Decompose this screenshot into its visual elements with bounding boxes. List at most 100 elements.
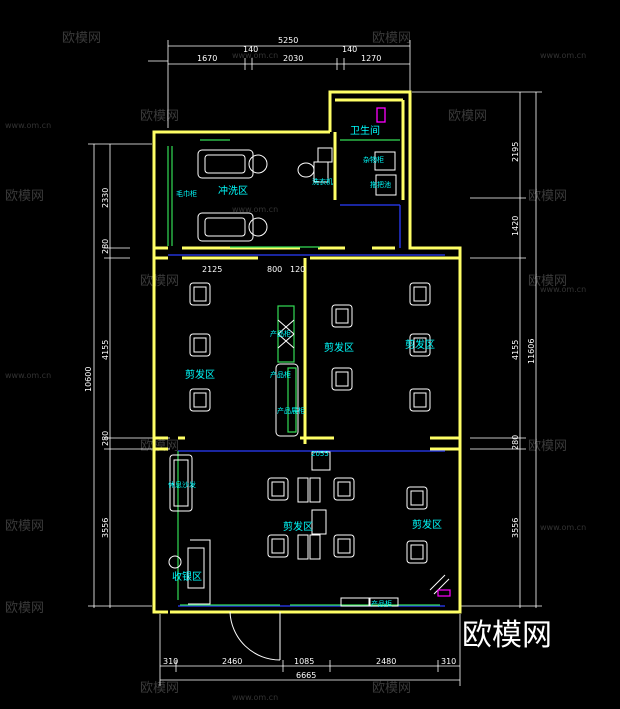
dim-left-part: 280 xyxy=(101,431,110,446)
walls xyxy=(152,90,462,614)
barber-chair xyxy=(331,367,353,391)
reception-desk xyxy=(168,454,211,605)
watermark: 欧模网 xyxy=(528,439,567,454)
label-cut-mid: 剪发区 xyxy=(324,341,354,354)
label-cashier: 收银区 xyxy=(172,570,202,583)
barber-chair xyxy=(409,388,431,412)
watermark-url: www.om.cn xyxy=(540,523,586,532)
bottom-dimensions: 310 2460 1085 2480 310 6665 xyxy=(159,614,461,686)
watermark: 欧模网 xyxy=(372,31,411,46)
label-products-c: 产品展柜 xyxy=(277,406,305,415)
watermark-url: www.om.cn xyxy=(232,693,278,702)
right-dimensions: 2195 1420 4155 280 3556 11606 xyxy=(412,91,542,608)
watermark: 欧模网 xyxy=(5,519,44,534)
detail-lines xyxy=(167,139,445,607)
watermark-layer: 欧模网 欧模网 欧模网 欧模网 欧模网 欧模网 欧模网 欧模网 欧模网 欧模网 … xyxy=(5,31,586,702)
chair-group xyxy=(189,282,431,564)
dim-bottom-part: 1085 xyxy=(294,657,314,666)
left-dimensions: 10600 2330 280 4155 280 3556 xyxy=(84,143,170,608)
wash-basins xyxy=(197,147,333,242)
barber-chair xyxy=(189,388,211,412)
dim-bottom-part: 2460 xyxy=(222,657,242,666)
mirror-station xyxy=(309,477,321,503)
dim-bottom-total: 6665 xyxy=(296,671,316,680)
barber-chair xyxy=(267,477,289,501)
label-products-b: 产品柜 xyxy=(270,370,291,379)
dim-interior: 2125 xyxy=(202,265,222,274)
barber-chair xyxy=(333,477,355,501)
label-towel-cabinet: 毛巾柜 xyxy=(176,189,197,198)
barber-chair xyxy=(267,534,289,558)
watermark: 欧模网 xyxy=(140,681,179,696)
watermark: 欧模网 xyxy=(448,109,487,124)
label-mop-pool: 拖把池 xyxy=(370,180,391,189)
dim-top-part: 1270 xyxy=(361,54,381,63)
label-cut-right-low: 剪发区 xyxy=(412,518,442,531)
dim-right-outer: 11606 xyxy=(527,339,536,364)
watermark-url: www.om.cn xyxy=(5,371,51,380)
watermark: 欧模网 xyxy=(372,681,411,696)
label-storage: 杂物柜 xyxy=(363,155,384,164)
barber-chair xyxy=(333,534,355,558)
dim-left-part: 4155 xyxy=(101,340,110,360)
mirror-station xyxy=(297,534,309,560)
dim-top-part: 1670 xyxy=(197,54,217,63)
barber-chair xyxy=(409,333,431,357)
watermark: 欧模网 xyxy=(5,601,44,616)
barber-chair xyxy=(406,486,428,510)
mirror-station xyxy=(309,534,321,560)
dim-right-part: 4155 xyxy=(511,340,520,360)
label-products-a: 产品柜 xyxy=(270,329,291,338)
watermark: 欧模网 xyxy=(528,274,567,289)
dim-right-part: 3556 xyxy=(511,518,520,538)
watermark-url: www.om.cn xyxy=(540,285,586,294)
watermark: 欧模网 xyxy=(140,109,179,124)
dim-top-part: 2030 xyxy=(283,54,303,63)
dim-top-total: 5250 xyxy=(278,36,298,45)
label-cut-center-low: 剪发区 xyxy=(283,520,313,533)
dim-left-outer: 10600 xyxy=(84,367,93,392)
dim-left-part: 2330 xyxy=(101,188,110,208)
dim-interior: 800 xyxy=(267,265,282,274)
watermark: 欧模网 xyxy=(62,31,101,46)
dim-right-part: 2195 xyxy=(511,142,520,162)
entrance-door xyxy=(229,611,281,661)
product-shelves xyxy=(275,305,399,607)
dim-bottom-part: 2480 xyxy=(376,657,396,666)
dim-top-part: 140 xyxy=(342,45,357,54)
watermark: 欧模网 xyxy=(5,189,44,204)
top-dimensions: 5250 1670 140 2030 140 1270 xyxy=(148,36,411,128)
label-cut-left: 剪发区 xyxy=(185,368,215,381)
watermark: 欧模网 xyxy=(140,439,179,454)
barber-chair xyxy=(406,540,428,564)
label-cut-right-top: 剪发区 xyxy=(405,338,435,351)
brand-logo-text: 欧模网 xyxy=(462,618,552,653)
barber-chair xyxy=(409,282,431,306)
dim-right-part: 280 xyxy=(511,435,520,450)
label-wash-area: 冲洗区 xyxy=(218,184,248,197)
watermark-url: www.om.cn xyxy=(232,51,278,60)
mop-corner xyxy=(429,574,451,597)
dim-top-part: 140 xyxy=(243,45,258,54)
dim-interior: 120 xyxy=(290,265,305,274)
dim-left-part: 3556 xyxy=(101,518,110,538)
dim-mid-tag: 2055 xyxy=(311,450,329,458)
watermark: 欧模网 xyxy=(528,189,567,204)
barber-chair xyxy=(331,304,353,328)
label-product-shelf: 产品柜 xyxy=(371,599,392,608)
dim-bottom-part: 310 xyxy=(163,657,178,666)
watermark: 欧模网 xyxy=(140,274,179,289)
barber-chair xyxy=(189,282,211,306)
mirror-station xyxy=(297,477,309,503)
dim-left-part: 280 xyxy=(101,239,110,254)
label-washer: 洗衣机 xyxy=(312,177,333,186)
dim-right-part: 1420 xyxy=(511,216,520,236)
label-waiting-sofa: 休息沙发 xyxy=(168,480,196,489)
watermark-url: www.om.cn xyxy=(5,121,51,130)
watermark-url: www.om.cn xyxy=(232,205,278,214)
toilet-fixtures xyxy=(374,107,397,196)
barber-chair xyxy=(189,333,211,357)
label-toilet: 卫生间 xyxy=(350,124,380,137)
watermark-url: www.om.cn xyxy=(540,51,586,60)
